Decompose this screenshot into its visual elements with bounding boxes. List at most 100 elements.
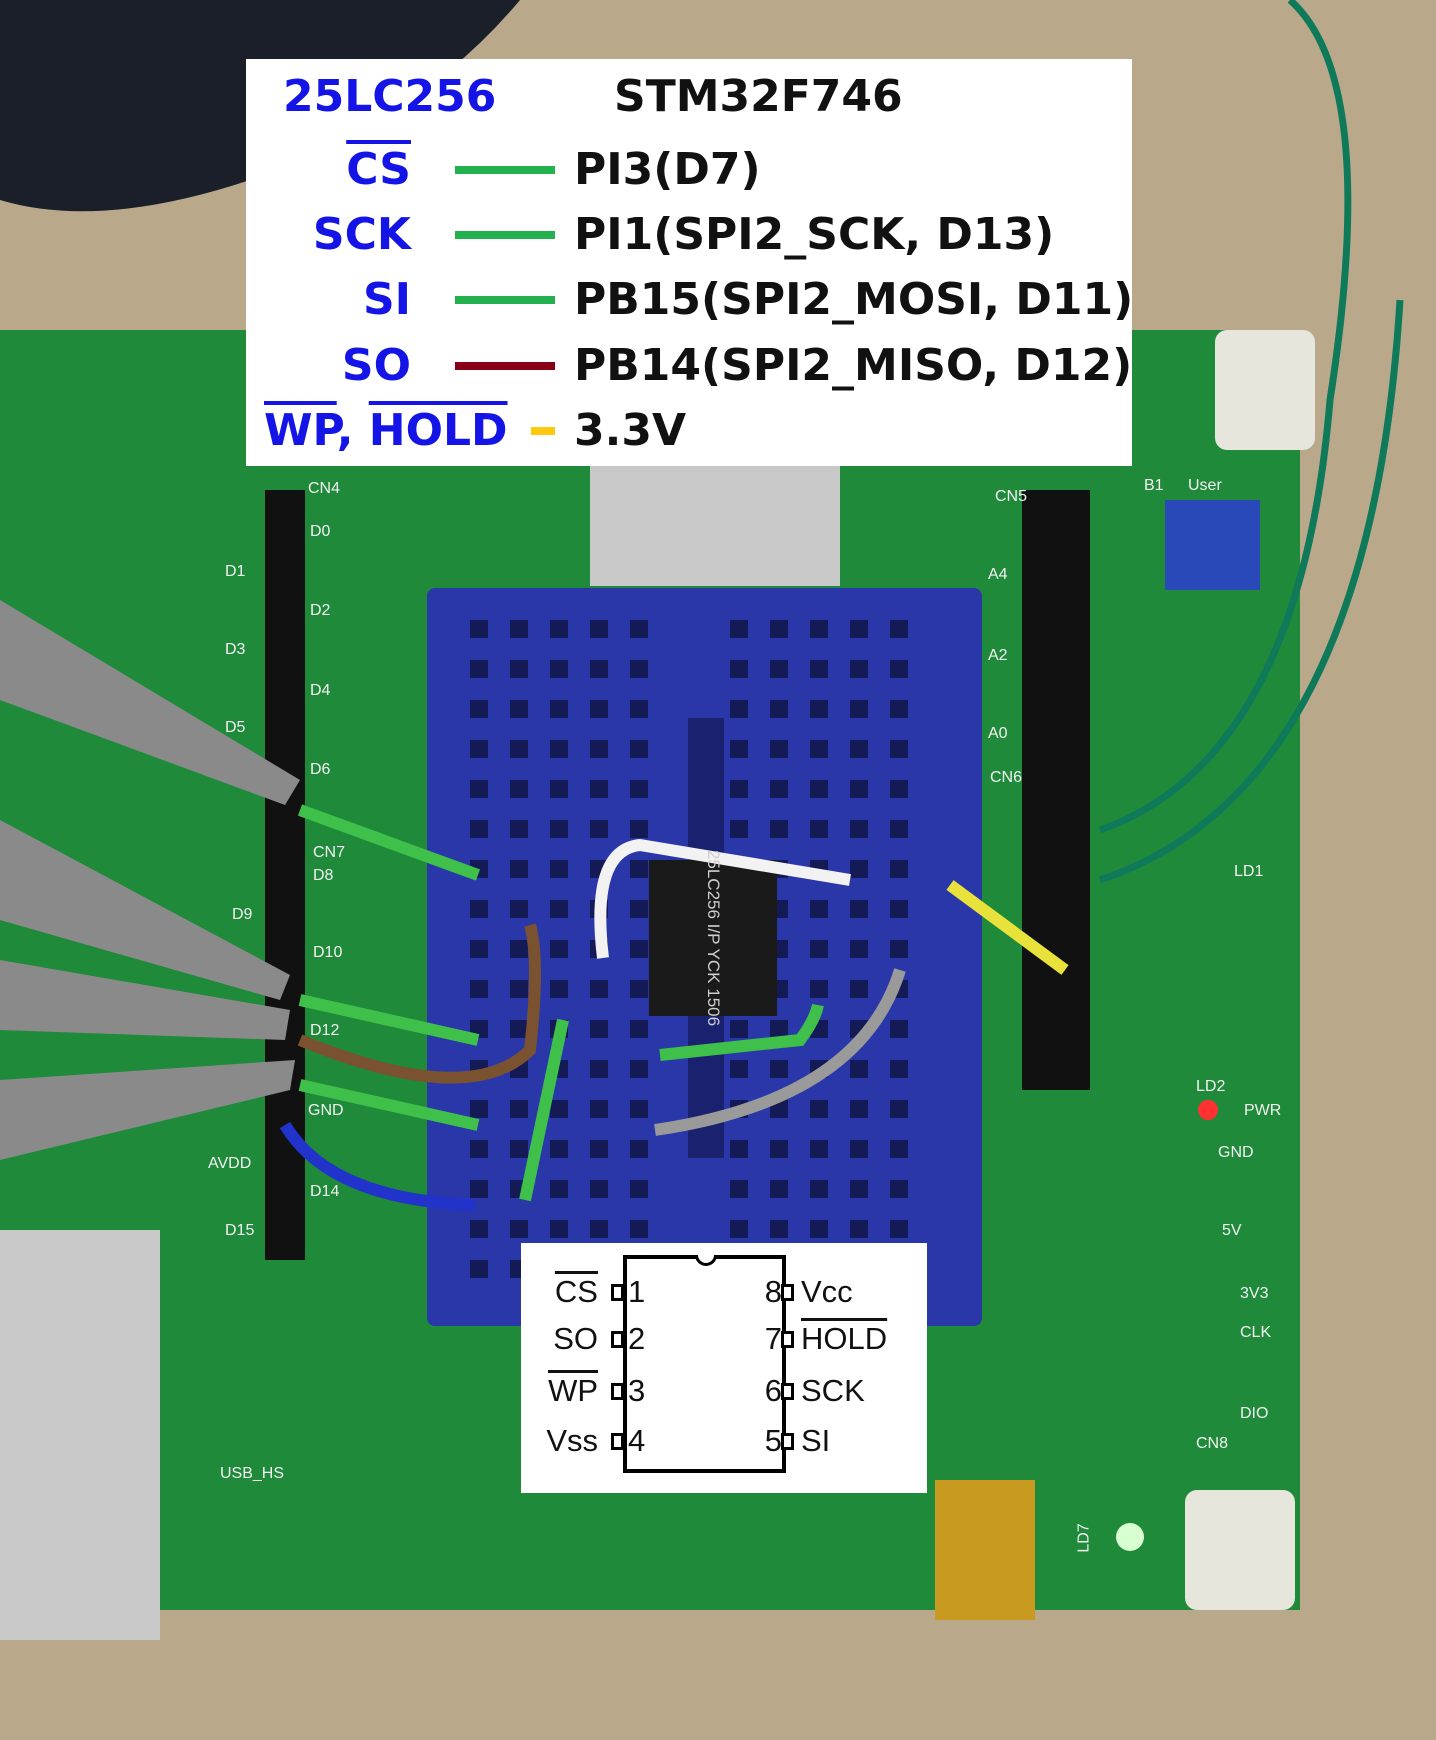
breadboard-hole [590, 1100, 608, 1118]
breadboard-hole [510, 820, 528, 838]
breadboard-hole [890, 860, 908, 878]
breadboard-hole [810, 820, 828, 838]
wire-green-5 [659, 1003, 824, 1061]
wire-yellow [946, 880, 1069, 975]
breadboard-hole [850, 1060, 868, 1078]
breadboard-hole [770, 820, 788, 838]
breadboard-hole [630, 660, 648, 678]
ethernet-jack [0, 1230, 160, 1640]
wire-swatch-3v3 [531, 427, 555, 435]
mcu-pin-cs: PI3(D7) [574, 144, 761, 195]
eeprom-chip [649, 860, 777, 1016]
breadboard-hole [810, 780, 828, 798]
board-label-d2: D2 [310, 602, 331, 619]
wire-grey [654, 968, 906, 1136]
breadboard-hole [590, 780, 608, 798]
breadboard-hole [630, 620, 648, 638]
breadboard-hole [590, 820, 608, 838]
breadboard-hole [850, 1140, 868, 1158]
eeprom-pin-sck: SCK [312, 209, 411, 260]
pin-name-2: SO [553, 1321, 598, 1356]
wire-swatch-so [455, 362, 555, 370]
wire-swatch-sck [455, 231, 555, 239]
breadboard-hole [850, 1180, 868, 1198]
breadboard-hole [890, 780, 908, 798]
usb-connector [935, 1480, 1035, 1620]
breadboard-hole [470, 660, 488, 678]
breadboard-hole [890, 1100, 908, 1118]
board-label-a4: A4 [988, 566, 1008, 583]
breadboard-hole [810, 660, 828, 678]
breadboard-hole [630, 1220, 648, 1238]
breadboard-hole [550, 940, 568, 958]
breadboard-hole [850, 780, 868, 798]
breadboard-hole [510, 940, 528, 958]
board-label-3v3: 3V3 [1240, 1285, 1269, 1302]
breadboard-hole [590, 660, 608, 678]
eeprom-pinout-diagram: CS 1 SO 2 WP 3 Vss 4 8 Vcc 7 HOLD 6 SCK … [521, 1243, 927, 1493]
breadboard-hole [510, 860, 528, 878]
mcu-pin-3v3: 3.3V [574, 405, 686, 456]
breadboard-hole [550, 820, 568, 838]
board-label-d4: D4 [310, 682, 331, 699]
wiring-legend: 25LC256 STM32F746 CS PI3(D7) SCK PI1(SPI… [246, 59, 1133, 466]
breadboard-hole [550, 980, 568, 998]
breadboard-hole [890, 660, 908, 678]
eeprom-pin-hold: HOLD [368, 405, 508, 456]
breadboard-hole [470, 980, 488, 998]
board-label-d8: D8 [313, 867, 334, 884]
breadboard-hole [770, 1220, 788, 1238]
breadboard-hole [550, 700, 568, 718]
breadboard-hole [630, 980, 648, 998]
breadboard-hole [890, 1020, 908, 1038]
wire-teal [1098, 0, 1404, 884]
breadboard-hole [850, 980, 868, 998]
board-label-5v: 5V [1222, 1222, 1242, 1239]
breadboard-hole [850, 940, 868, 958]
breadboard-hole [770, 780, 788, 798]
breadboard-hole [730, 1020, 748, 1038]
board-label-d10: D10 [313, 944, 343, 961]
board-label-ld2: LD2 [1196, 1078, 1226, 1095]
breadboard-hole [510, 1140, 528, 1158]
breadboard-hole [550, 620, 568, 638]
breadboard-hole [890, 820, 908, 838]
breadboard-hole [810, 1220, 828, 1238]
board-label-ld1: LD1 [1234, 863, 1264, 880]
eeprom-pin-si: SI [362, 274, 411, 325]
breadboard-hole [630, 940, 648, 958]
breadboard-hole [890, 740, 908, 758]
breadboard-hole [810, 1180, 828, 1198]
breadboard-hole [550, 1140, 568, 1158]
chip-notch [695, 1255, 717, 1266]
breadboard-hole [630, 740, 648, 758]
board-label-a0: A0 [988, 725, 1008, 742]
breadboard-hole [510, 700, 528, 718]
breadboard-hole [770, 1180, 788, 1198]
board-label-user: User [1188, 477, 1222, 494]
pin-separator: , [336, 405, 354, 456]
breadboard-hole [770, 620, 788, 638]
breadboard-hole [850, 620, 868, 638]
breadboard-hole [810, 940, 828, 958]
board-label-d1: D1 [225, 563, 246, 580]
breadboard-hole [590, 700, 608, 718]
chip-marking: 25LC256 I/P YCK 1506 [704, 849, 723, 1027]
pin-name-7: HOLD [801, 1321, 888, 1356]
breadboard-hole [630, 1180, 648, 1198]
pwr-led [1198, 1100, 1218, 1120]
breadboard-hole [590, 1060, 608, 1078]
breadboard-hole [470, 620, 488, 638]
breadboard-hole [590, 620, 608, 638]
breadboard-hole [850, 860, 868, 878]
board-label-d15: D15 [225, 1222, 255, 1239]
standoff-top [1215, 330, 1315, 450]
breadboard-hole [550, 1220, 568, 1238]
breadboard-hole [510, 980, 528, 998]
board-label-d12: D12 [310, 1022, 340, 1039]
breadboard-hole [590, 1220, 608, 1238]
breadboard-hole [630, 1060, 648, 1078]
pin-num-4: 4 [628, 1423, 646, 1458]
breadboard-hole [850, 700, 868, 718]
breadboard-hole [770, 660, 788, 678]
